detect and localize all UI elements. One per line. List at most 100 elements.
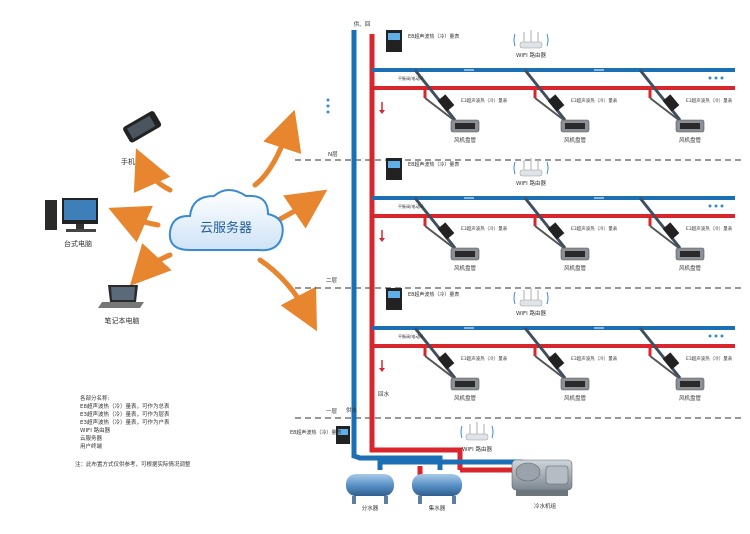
branch-meter-icon (662, 94, 680, 112)
floor-router-label: WIFI 路由器 (516, 309, 547, 317)
floor-router: WIFI 路由器 (513, 288, 549, 317)
fan-coil-label: 风机盘管 (564, 136, 587, 144)
branch-meter-icon (437, 352, 455, 370)
branch-meter-icon (662, 222, 680, 240)
branch-meter-icon (662, 352, 680, 370)
branch-meter-label: E3超声波热（冷）量表 (461, 97, 508, 104)
legend-line: 各部分名称: (80, 394, 110, 402)
floor-router: WIFI 路由器 (513, 30, 549, 59)
phone-label: 手机 (121, 157, 135, 166)
plant-meter-label: E8超声波热（冷）量表 (290, 429, 341, 436)
branch-meter-icon (547, 352, 565, 370)
floor-meter: E8超声波热（冷）量表 (386, 30, 459, 52)
floor-label-2: 二层 (326, 277, 338, 284)
return-label: 回水 (378, 390, 390, 398)
distributor: 分水器 (346, 474, 394, 512)
collector: 集水器 (412, 474, 462, 512)
legend-line: 用户终端 (80, 442, 103, 450)
fan-coil-label: 风机盘管 (679, 264, 702, 272)
branch-meter-icon (547, 94, 565, 112)
valve-label: 平衡阀/电动阀 (398, 203, 423, 209)
floor-meter-label: E8超声波热（冷）量表 (408, 161, 459, 168)
branch-meter-icon (547, 222, 565, 240)
riser-dots (326, 98, 330, 114)
branch-meter-label: E3超声波热（冷）量表 (461, 225, 508, 232)
fan-coil-label: 风机盘管 (679, 394, 702, 402)
floor-meter-label: E8超声波热（冷）量表 (408, 291, 459, 298)
legend-note: 注：此布置方式仅供参考，可根据实际情况调整 (75, 460, 191, 468)
supply-label: 供水 (346, 406, 358, 414)
plant-room: E8超声波热（冷）量表 WIFI 路由器 (290, 422, 573, 512)
plant-router: WIFI 路由器 (460, 422, 494, 453)
laptop-device: 笔记本电脑 (98, 285, 144, 325)
branch-meter-icon (437, 222, 455, 240)
floor-meter: E8超声波热（冷）量表 (386, 158, 459, 180)
collector-label: 集水器 (429, 504, 446, 512)
phone-icon (123, 111, 162, 143)
branch-meter-label: E3超声波热（冷）量表 (571, 355, 618, 362)
floor-router-label: WIFI 路由器 (516, 179, 547, 187)
legend-line: 云服务器 (80, 434, 103, 442)
distributor-label: 分水器 (362, 504, 379, 512)
router-icon (460, 422, 494, 441)
plant-meter: E8超声波热（冷）量表 (290, 426, 350, 444)
branch-meter-icon (437, 94, 455, 112)
valve-label: 平衡阀/电动阀 (398, 333, 423, 339)
branch-meter-label: E3超声波热（冷）量表 (686, 355, 733, 362)
legend-line: E8超声波热（冷）量表，可作为总表 (80, 402, 170, 410)
cloud-label: 云服务器 (200, 220, 252, 236)
main-risers (351, 30, 375, 440)
desktop-icon (45, 198, 98, 232)
branch-meter-label: E3超声波热（冷）量表 (461, 355, 508, 362)
desktop-device: 台式电脑 (45, 198, 98, 248)
router-icon (513, 158, 549, 177)
floor-label-n: N层 (328, 151, 338, 158)
fan-coil-label: 风机盘管 (679, 136, 702, 144)
valve-label: 平衡阀/电动阀 (398, 75, 423, 81)
legend: 各部分名称: E8超声波热（冷）量表，可作为总表 E3超声波热（冷）量表，可作为… (75, 394, 191, 468)
laptop-label: 笔记本电脑 (105, 316, 140, 325)
floor-label-1: 一层 (326, 408, 338, 415)
chiller: 冷水机组 (511, 459, 573, 510)
riser-top-label: 供、回 (354, 20, 371, 28)
floor-meter-label: E8超声波热（冷）量表 (408, 33, 459, 40)
branch-meter-label: E3超声波热（冷）量表 (571, 225, 618, 232)
branch-meter-label: E3超声波热（冷）量表 (686, 225, 733, 232)
laptop-icon (98, 285, 144, 308)
chiller-label: 冷水机组 (534, 502, 557, 510)
fan-coil-label: 风机盘管 (454, 264, 477, 272)
legend-line: E3超声波热（冷）量表，可作为层表 (80, 410, 170, 418)
branch-meter-label: E3超声波热（冷）量表 (571, 97, 618, 104)
floor-router-label: WIFI 路由器 (516, 51, 547, 59)
router-icon (513, 288, 549, 307)
fan-coil-label: 风机盘管 (454, 136, 477, 144)
branch-meter-label: E3超声波热（冷）量表 (686, 97, 733, 104)
legend-line: E3超声波热（冷）量表，可作为户表 (80, 418, 170, 426)
plant-router-label: WIFI 路由器 (462, 445, 493, 453)
cloud-server: 云服务器 (168, 189, 284, 252)
floor-router: WIFI 路由器 (513, 158, 549, 187)
fan-coil-label: 风机盘管 (454, 394, 477, 402)
router-icon (513, 30, 549, 49)
fan-coil-label: 风机盘管 (564, 264, 587, 272)
phone-device: 手机 (121, 111, 162, 166)
desktop-label: 台式电脑 (64, 239, 92, 248)
fan-coil-label: 风机盘管 (564, 394, 587, 402)
floor-meter: E8超声波热（冷）量表 (386, 288, 459, 310)
legend-line: WIFI 路由器 (80, 426, 111, 434)
